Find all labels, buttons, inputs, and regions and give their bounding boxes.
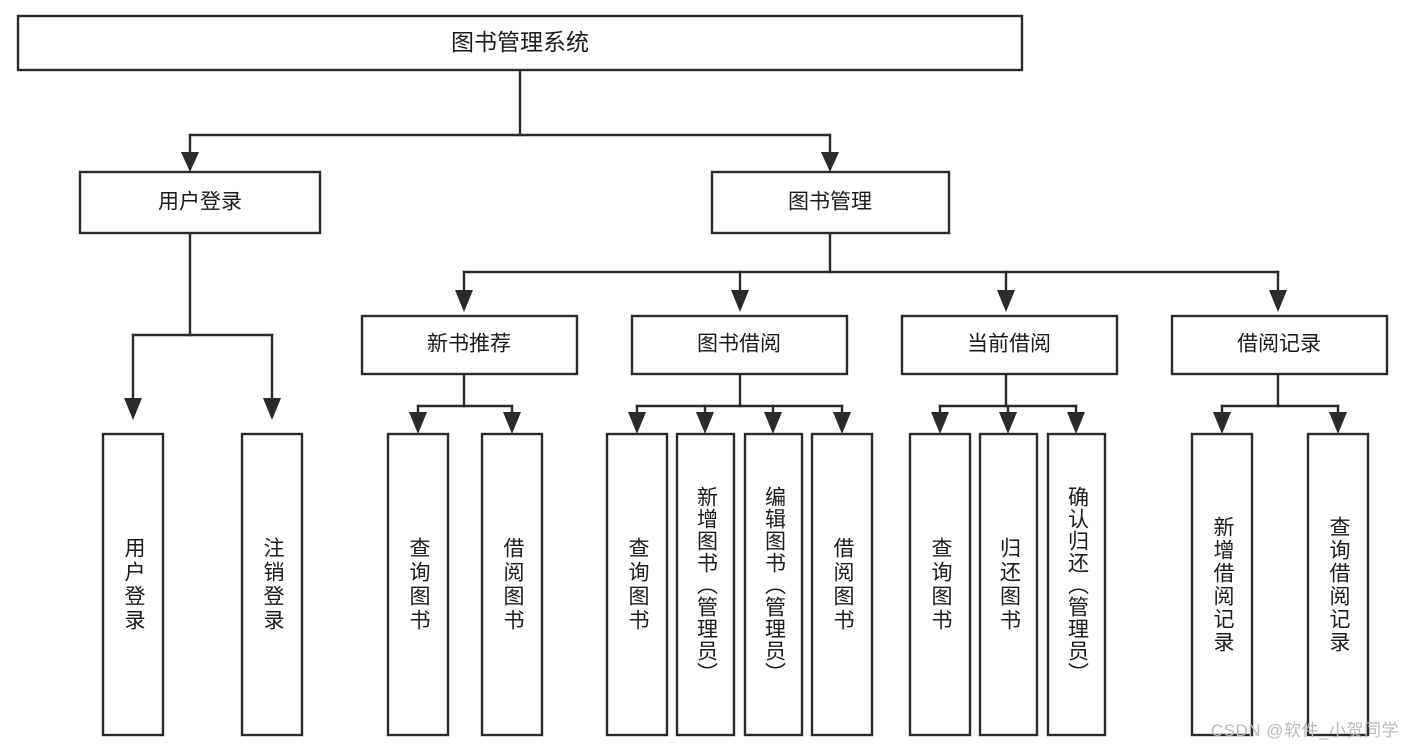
arrowhead-cb-leaf-2 (999, 412, 1017, 434)
arrowhead-user-login (181, 152, 199, 172)
leaf-book-borrow-4[interactable] (810, 432, 874, 737)
arrowhead-cb-leaf-1 (931, 412, 949, 434)
node-book-manage[interactable] (710, 170, 951, 235)
leaf-current-borrow-3[interactable] (1046, 432, 1107, 737)
node-book-borrow-label: 图书借阅 (697, 333, 781, 356)
node-borrow-record-label: 借阅记录 (1237, 333, 1321, 356)
arrowhead-bb-leaf-2 (696, 412, 714, 434)
leaf-current-borrow-2[interactable] (978, 432, 1039, 737)
node-current-borrow-label: 当前借阅 (967, 333, 1051, 356)
nodes-layer: 图书管理系统 用户登录 图书管理 新书推荐 图书借阅 当前借阅 借阅记录 (16, 14, 1389, 737)
node-book-manage-label: 图书管理 (788, 191, 872, 214)
arrowhead-cb-leaf-3 (1067, 412, 1085, 434)
leaf-borrow-record-1[interactable] (1190, 432, 1254, 737)
leaf-book-borrow-3[interactable] (743, 432, 804, 737)
arrowhead-nb-leaf-1 (409, 412, 427, 434)
arrowhead-br-leaf-2 (1329, 412, 1347, 434)
leaf-borrow-record-2[interactable] (1306, 432, 1370, 737)
leaf-book-borrow-1[interactable] (605, 432, 669, 737)
node-new-book-recommend-label: 新书推荐 (427, 333, 511, 356)
arrowhead-borrow-record (1269, 290, 1287, 312)
arrowhead-book-borrow (731, 290, 749, 312)
leaf-book-borrow-2[interactable] (675, 432, 736, 737)
node-new-book-recommend[interactable] (360, 314, 579, 376)
arrowhead-nb-leaf-2 (503, 412, 521, 434)
csdn-watermark: CSDN @软件_小贺同学 (1210, 721, 1399, 740)
arrowhead-book-manage (821, 152, 839, 172)
leaf-user-login-2[interactable] (240, 432, 304, 737)
node-current-borrow[interactable] (900, 314, 1119, 376)
leaf-new-book-1[interactable] (386, 432, 450, 737)
leaf-current-borrow-1[interactable] (908, 432, 972, 737)
node-user-login[interactable] (78, 170, 322, 235)
leaf-user-login-1[interactable] (101, 432, 165, 737)
node-root[interactable] (16, 14, 1024, 72)
leaf-new-book-2[interactable] (480, 432, 544, 737)
arrowhead-ul-leaf-1 (124, 398, 142, 420)
arrowhead-br-leaf-1 (1213, 412, 1231, 434)
arrowhead-bb-leaf-3 (764, 412, 782, 434)
edges-layer (124, 68, 1347, 434)
node-user-login-label: 用户登录 (158, 191, 242, 214)
node-borrow-record[interactable] (1170, 314, 1389, 376)
arrowhead-bb-leaf-4 (833, 412, 851, 434)
node-book-borrow[interactable] (630, 314, 849, 376)
node-root-label: 图书管理系统 (451, 29, 589, 55)
arrowhead-current-borrow (997, 290, 1015, 312)
arrowhead-new-book (455, 290, 473, 312)
arrowhead-ul-leaf-2 (263, 398, 281, 420)
arrowhead-bb-leaf-1 (628, 412, 646, 434)
